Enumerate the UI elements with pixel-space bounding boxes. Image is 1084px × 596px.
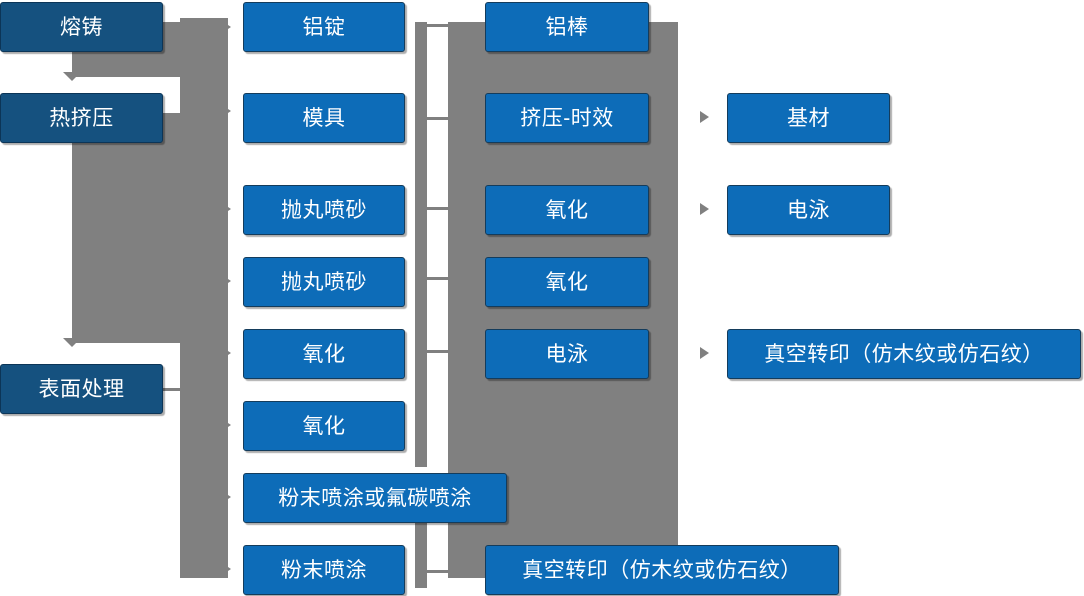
connector-stage-trunk-vertical-2 bbox=[72, 113, 180, 343]
connector-arrow-to-out-1 bbox=[700, 111, 709, 123]
node-det-vacuum-transfer[interactable]: 真空转印（仿木纹或仿石纹） bbox=[485, 545, 839, 595]
node-label: 抛丸喷砂 bbox=[281, 270, 367, 294]
connector-arrow-to-proc-1 bbox=[222, 21, 231, 33]
node-proc-shot-blasting-2[interactable]: 抛丸喷砂 bbox=[243, 257, 405, 307]
node-det-aluminum-bar[interactable]: 铝棒 bbox=[485, 2, 649, 52]
connector-tick-detail-4 bbox=[427, 277, 451, 280]
connector-tick-detail-1 bbox=[427, 24, 451, 27]
node-proc-oxidation-2[interactable]: 氧化 bbox=[243, 401, 405, 451]
node-proc-oxidation-1[interactable]: 氧化 bbox=[243, 329, 405, 379]
connector-arrow-to-out-3 bbox=[700, 347, 709, 359]
node-label: 氧化 bbox=[302, 342, 346, 366]
node-det-electrophoresis[interactable]: 电泳 bbox=[485, 329, 649, 379]
node-label: 基材 bbox=[787, 106, 830, 130]
node-stage-hot-extrusion[interactable]: 热挤压 bbox=[0, 93, 163, 143]
connector-arrow-to-proc-2 bbox=[222, 105, 231, 117]
node-label: 抛丸喷砂 bbox=[281, 198, 367, 222]
node-proc-aluminum-ingot[interactable]: 铝锭 bbox=[243, 2, 405, 52]
connector-surface-treatment-stub bbox=[163, 388, 189, 391]
node-det-extrusion-aging[interactable]: 挤压-时效 bbox=[485, 93, 649, 143]
node-proc-mold[interactable]: 模具 bbox=[243, 93, 405, 143]
node-label: 真空转印（仿木纹或仿石纹） bbox=[522, 558, 802, 582]
node-out-electrophoresis[interactable]: 电泳 bbox=[727, 185, 890, 235]
node-label: 氧化 bbox=[545, 198, 589, 222]
node-label: 熔铸 bbox=[60, 15, 103, 39]
connector-tick-detail-2 bbox=[427, 117, 451, 120]
connector-stage-arrow-down-1 bbox=[63, 72, 81, 81]
connector-arrow-to-proc-3 bbox=[222, 203, 231, 215]
connector-arrow-to-proc-5 bbox=[222, 347, 231, 359]
node-label: 铝锭 bbox=[302, 15, 346, 39]
node-label: 电泳 bbox=[787, 198, 830, 222]
connector-detail-riser bbox=[415, 22, 427, 467]
node-proc-powder-coating[interactable]: 粉末喷涂 bbox=[243, 545, 405, 595]
node-stage-surface-treatment[interactable]: 表面处理 bbox=[0, 364, 163, 414]
connector-arrow-to-proc-6 bbox=[222, 419, 231, 431]
node-det-oxidation-1[interactable]: 氧化 bbox=[485, 185, 649, 235]
connector-arrow-to-proc-8 bbox=[222, 563, 231, 575]
connector-tick-detail-3 bbox=[427, 207, 451, 210]
node-label: 铝棒 bbox=[545, 15, 589, 39]
node-label: 真空转印（仿木纹或仿石纹） bbox=[764, 342, 1044, 366]
node-label: 电泳 bbox=[545, 342, 589, 366]
node-label: 粉末喷涂或氟碳喷涂 bbox=[278, 486, 472, 510]
node-det-oxidation-2[interactable]: 氧化 bbox=[485, 257, 649, 307]
connector-stage-arrow-down-2 bbox=[63, 338, 81, 347]
node-proc-shot-blasting-1[interactable]: 抛丸喷砂 bbox=[243, 185, 405, 235]
connector-arrow-to-proc-7 bbox=[222, 491, 231, 503]
node-label: 粉末喷涂 bbox=[281, 558, 367, 582]
node-out-vacuum-transfer[interactable]: 真空转印（仿木纹或仿石纹） bbox=[727, 329, 1081, 379]
connector-process-spine bbox=[180, 18, 228, 578]
node-label: 表面处理 bbox=[38, 377, 125, 401]
connector-arrow-to-proc-4 bbox=[222, 275, 231, 287]
node-stage-melting[interactable]: 熔铸 bbox=[0, 2, 163, 52]
node-label: 氧化 bbox=[302, 414, 346, 438]
connector-tick-detail-5 bbox=[427, 350, 451, 353]
node-label: 挤压-时效 bbox=[520, 106, 614, 130]
node-label: 氧化 bbox=[545, 270, 589, 294]
connector-arrow-to-out-2 bbox=[700, 203, 709, 215]
node-label: 模具 bbox=[302, 106, 346, 130]
node-label: 热挤压 bbox=[49, 106, 114, 130]
node-proc-powder-or-fluorocarbon[interactable]: 粉末喷涂或氟碳喷涂 bbox=[243, 473, 507, 523]
node-out-base-material[interactable]: 基材 bbox=[727, 93, 890, 143]
connector-tick-detail-6 bbox=[427, 570, 451, 573]
